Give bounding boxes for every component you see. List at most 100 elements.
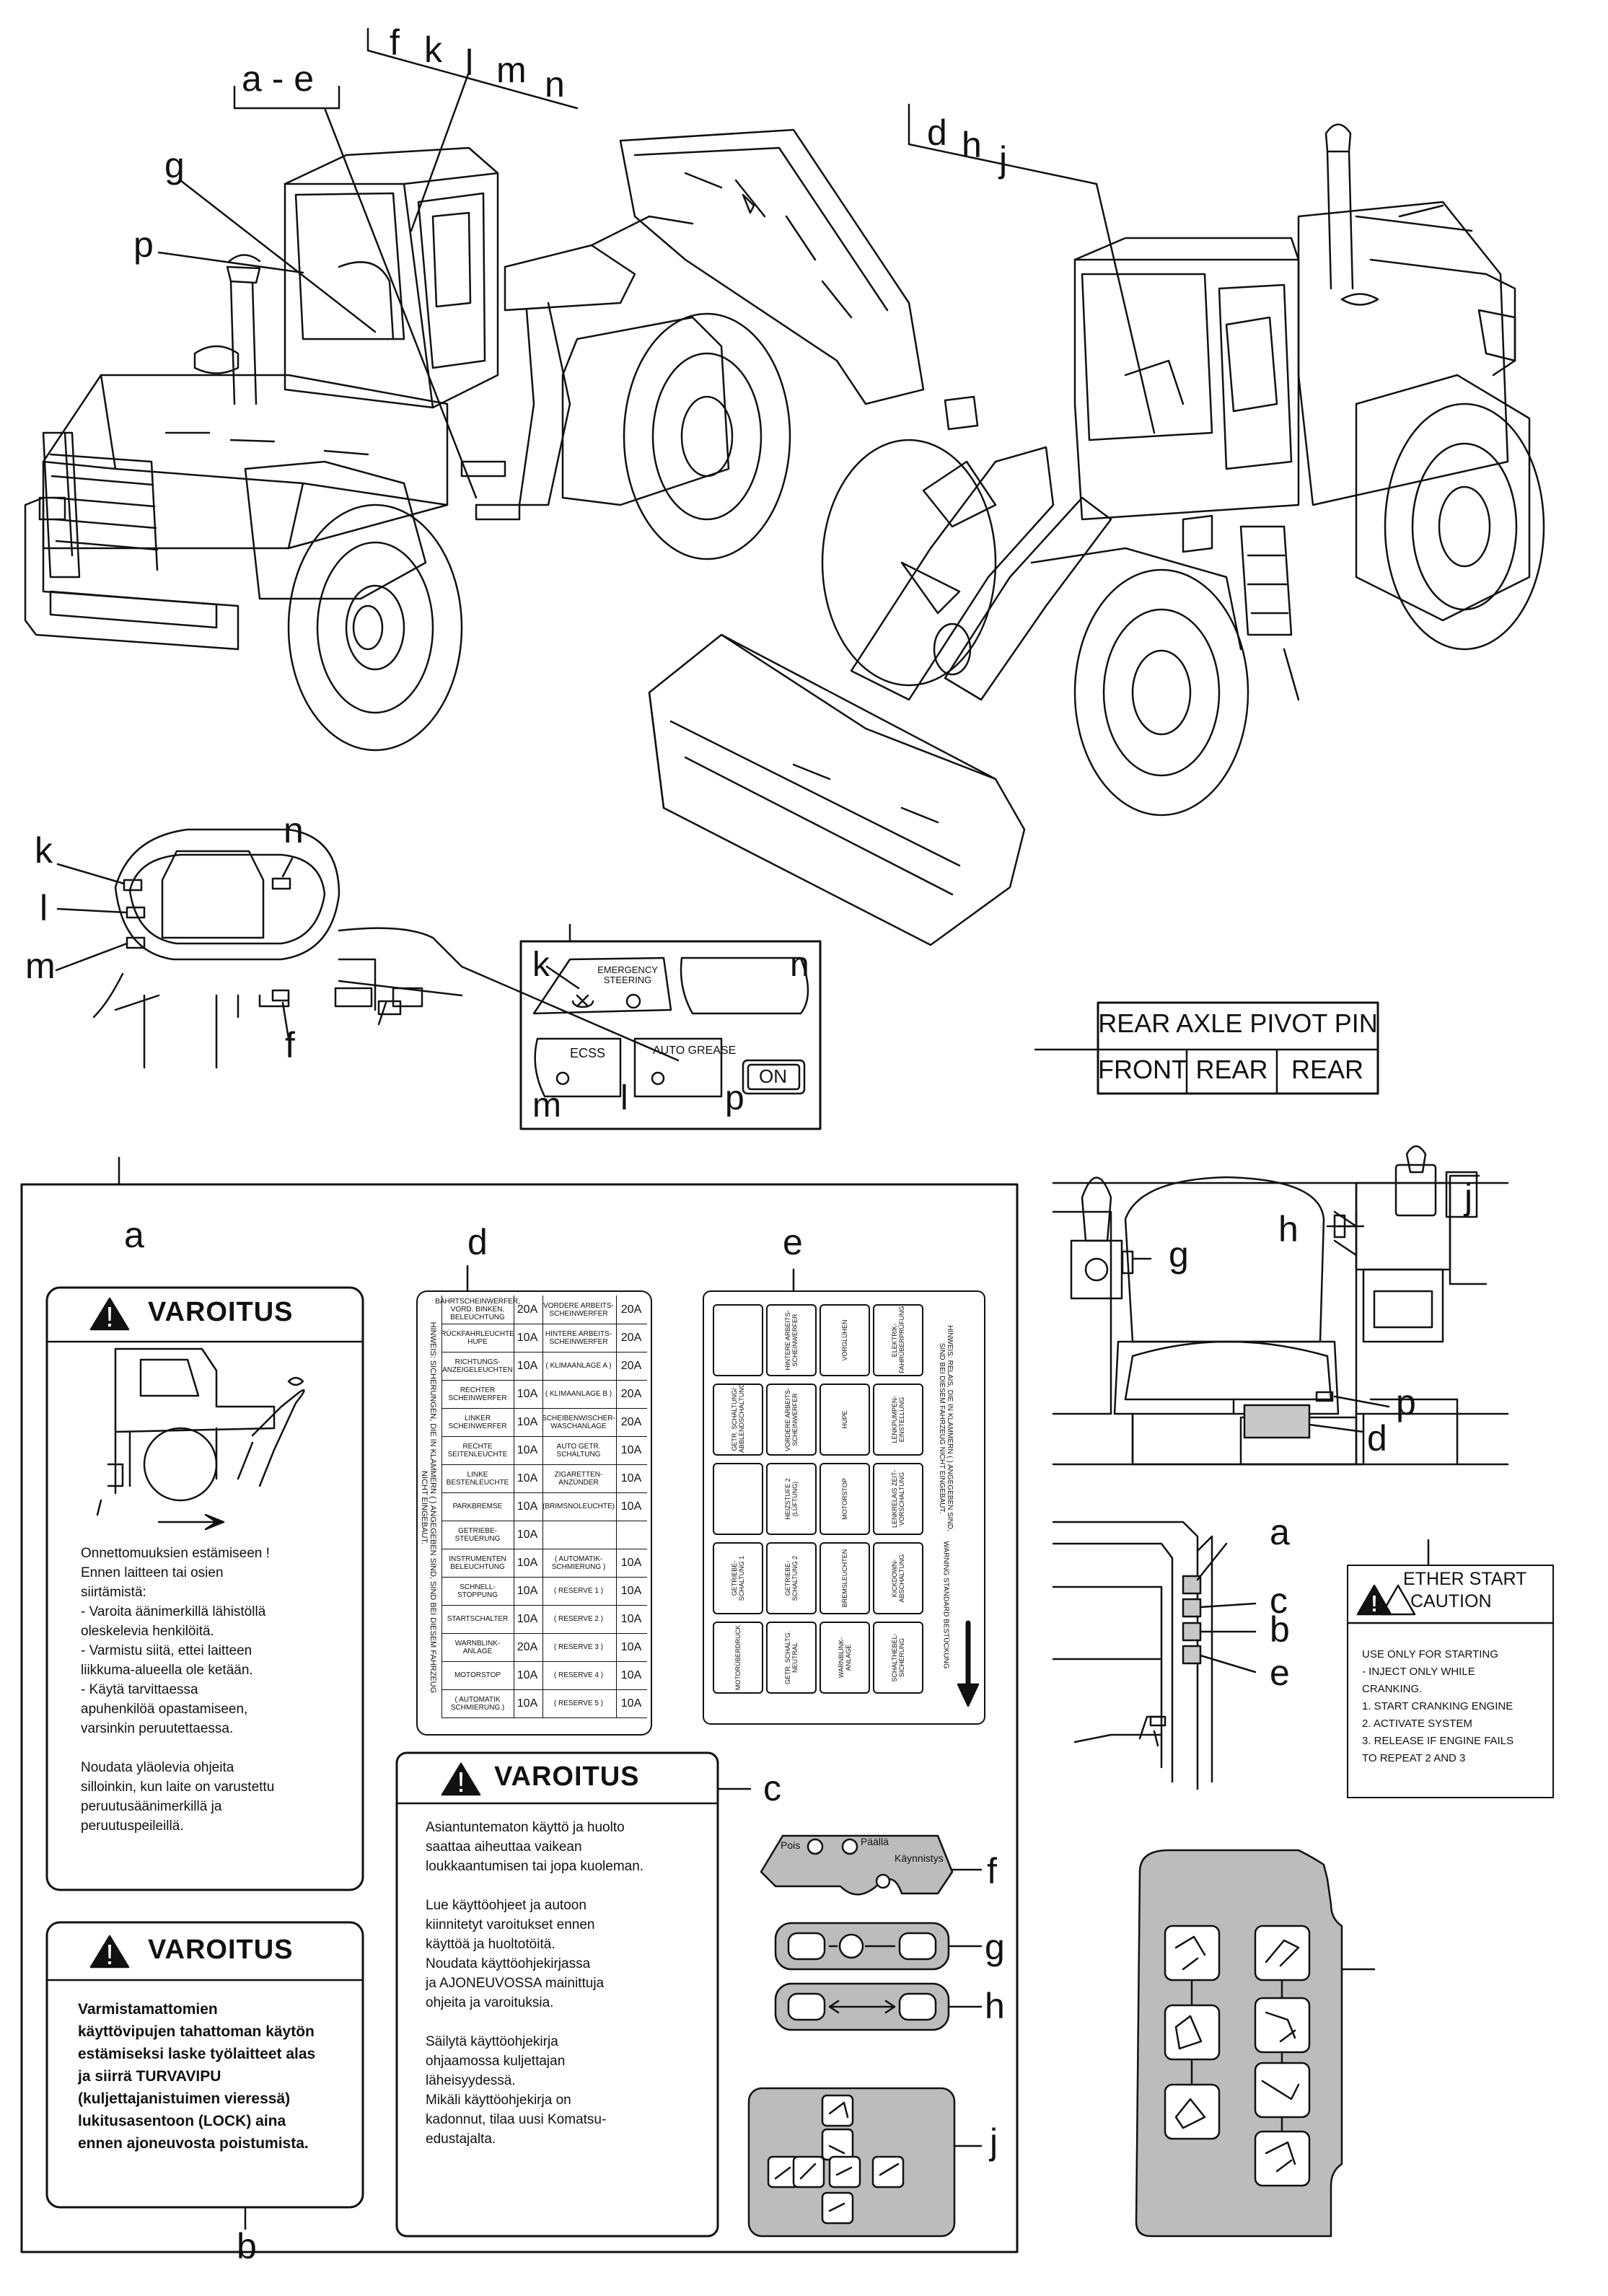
fuse-d-left-label: RECHTER SCHEINWERFER	[441, 1380, 513, 1408]
fuse-d-left-label: RICHTUNGS-ANZEIGELEUCHTEN	[441, 1352, 513, 1380]
callout-n: n	[545, 64, 565, 105]
fuse-d-left-amp: 10A	[514, 1380, 540, 1408]
callout-d: d	[927, 113, 947, 153]
fuse-d-left-label: GETRIEBE-STEUERUNG	[441, 1521, 513, 1549]
fuse-d-row: BAHRTSCHEINWERFER, VORD. BINKEN, BELEUCH…	[435, 1296, 647, 1324]
callout-p: p	[133, 224, 154, 265]
fuse-d-left-label: ( AUTOMATIK SCHMIERUNG )	[441, 1689, 513, 1717]
fuse-d-right-label: ( RESERVE 2 )	[542, 1605, 614, 1633]
callout-m: m	[496, 50, 527, 90]
warning-c-frame	[395, 1751, 719, 2238]
fuse-d-right-amp: 20A	[616, 1408, 646, 1436]
fuse-d-right-amp: 20A	[616, 1352, 646, 1380]
panel-callout-l: l	[620, 1079, 628, 1117]
fuse-e-cell: ELEKTRIK- FAHRÜBERPRÜFUNG	[873, 1304, 923, 1376]
auto-grease-label: AUTO GREASE	[653, 1044, 737, 1057]
fuse-e-cell-label: GETRIEBE-SCHALTUNG 2	[784, 1555, 799, 1601]
fuse-d-left-amp: 20A	[514, 1633, 540, 1661]
warning-c-header: VAROITUS	[494, 1761, 640, 1792]
panel-callout-p: p	[725, 1079, 744, 1117]
fuse-e-cell: HUPE	[820, 1384, 870, 1456]
fuse-e-cell: GETR. SCHALTUNG/ ABBLENDSCHALTUNG	[713, 1384, 763, 1456]
fuse-d-right-amp: 20A	[616, 1380, 646, 1408]
warning-b-header: VAROITUS	[148, 1935, 294, 1965]
fuse-e-cell-label: MOTORÜBERDRUCK	[734, 1624, 742, 1691]
fuse-e-cell: HINTERE ARBEITS-SCHEINWERFER	[766, 1304, 817, 1376]
fuse-e-cell: BREMSLEUCHTEN	[820, 1542, 870, 1614]
fuse-d-left-amp: 10A	[514, 1324, 540, 1352]
fuse-d-right-amp: 20A	[616, 1324, 646, 1352]
cab-callout-h: h	[1278, 1209, 1299, 1249]
fuse-d-right-label: ( RESERVE 4 )	[542, 1661, 614, 1689]
dash-callout-m: m	[25, 946, 56, 986]
side-callout-a: a	[1270, 1512, 1290, 1552]
fuse-e-cell: LENKRELAIS ZEIT-VORSCHALTUNG	[873, 1463, 923, 1535]
fuse-d-left-amp: 10A	[514, 1436, 540, 1464]
fuse-d-right-label: ( RESERVE 3 )	[542, 1633, 614, 1661]
wheel-loader-left-illustration	[24, 128, 925, 752]
fuse-label-e-frame	[703, 1290, 985, 1725]
fuse-e-cell: GETRIEBE-SCHALTUNG 1	[713, 1542, 763, 1614]
dash-callout-l: l	[40, 888, 48, 928]
callout-g: g	[164, 145, 185, 185]
fuse-e-cell: WARNBLINK-ANLAGE	[820, 1622, 870, 1694]
fuse-e-cell-label: VORDERE ARBEITS-SCHEINWERFER	[784, 1387, 799, 1452]
warning-b-frame	[45, 1921, 364, 2209]
switch-panel	[519, 940, 822, 1130]
dash-callout-f: f	[285, 1025, 295, 1065]
fuse-d-left-label: BAHRTSCHEINWERFER, VORD. BINKEN, BELEUCH…	[435, 1296, 520, 1324]
side-callout-c: c	[1270, 1580, 1288, 1621]
fuse-e-cell: VORGLÜHEN	[820, 1304, 870, 1376]
panel-callout-n: n	[790, 946, 809, 984]
fuse-e-bottom-note-wrapper: WARNING STANDARD BESTÜCKUNG	[938, 1515, 954, 1695]
pivot-pin-label	[1097, 1001, 1379, 1095]
fuse-d-left-label: INSTRUMENTEN BELEUCHTUNG	[441, 1549, 513, 1577]
fuse-e-cell-label: LENKPUMPEN-EINSTELLUNG	[891, 1396, 905, 1443]
fuse-d-side-note-wrapper: HINWEIS: SICHERUNGEN, DIE IN KLAMMERN ( …	[418, 1313, 439, 1702]
fuse-d-right-label	[542, 1521, 614, 1549]
fuse-d-right-amp: 10A	[616, 1633, 646, 1661]
fuse-d-right-label: HINTERE ARBEITS-SCHEINWERFER	[542, 1324, 614, 1352]
pivot-pin-front: FRONT	[1098, 1055, 1187, 1084]
on-indicator-label: ON	[759, 1065, 787, 1087]
fuse-d-right-amp: 10A	[616, 1436, 646, 1464]
callout-j: j	[999, 139, 1008, 180]
fuse-d-left-label: PARKBREMSE	[441, 1492, 513, 1521]
pivot-pin-rear-2: REAR	[1291, 1055, 1364, 1084]
fuse-d-right-label: ( RESERVE 5 )	[542, 1689, 614, 1717]
fuse-d-right-label: ( RESERVE 1 )	[542, 1577, 614, 1605]
sheet-callout-b: b	[237, 2226, 257, 2266]
fuse-d-right-amp: 10A	[616, 1605, 646, 1633]
fuse-e-cell-label: HUPE	[841, 1410, 848, 1429]
fuse-d-left-amp: 10A	[514, 1605, 540, 1633]
callout-a-e: a - e	[242, 58, 315, 99]
cab-callout-j: j	[1464, 1176, 1473, 1217]
fuse-d-right-amp: 10A	[616, 1689, 646, 1717]
sheet-callout-f: f	[987, 1851, 997, 1891]
fuse-d-right-label: ( AUTOMATIK-SCHMIERUNG )	[542, 1549, 614, 1577]
fuse-d-left-amp: 10A	[514, 1549, 540, 1577]
fuse-e-side-note-wrapper: HINWEIS: RELAIS, DIE IN KLAMMERN ( ) ANG…	[938, 1320, 954, 1536]
fuse-e-cell: HEIZSTUFE 2 (LÜFTUNG)	[766, 1463, 817, 1535]
fuse-d-left-amp: 20A	[514, 1296, 540, 1324]
ether-start-text: USE ONLY FOR STARTING - INJECT ONLY WHIL…	[1362, 1648, 1514, 1764]
ether-start-label-frame	[1347, 1565, 1554, 1798]
cab-callout-g: g	[1169, 1234, 1189, 1275]
fuse-e-cell-label: KICKDOWN-ABSCHALTUNG	[891, 1554, 905, 1603]
fuse-d-right-label: ZIGARETTEN-ANZÜNDER	[542, 1464, 614, 1492]
fuse-e-cell-label: ELEKTRIK- FAHRÜBERPRÜFUNG	[891, 1306, 905, 1373]
fuse-d-left-label: SCHNELL-STOPPUNG	[441, 1577, 513, 1605]
callout-k: k	[424, 30, 442, 70]
fuse-e-cell: SCHALTHEBEL-SICHERUNG	[873, 1622, 923, 1694]
fuse-d-left-amp: 10A	[514, 1521, 540, 1549]
panel-callout-k: k	[532, 946, 550, 984]
